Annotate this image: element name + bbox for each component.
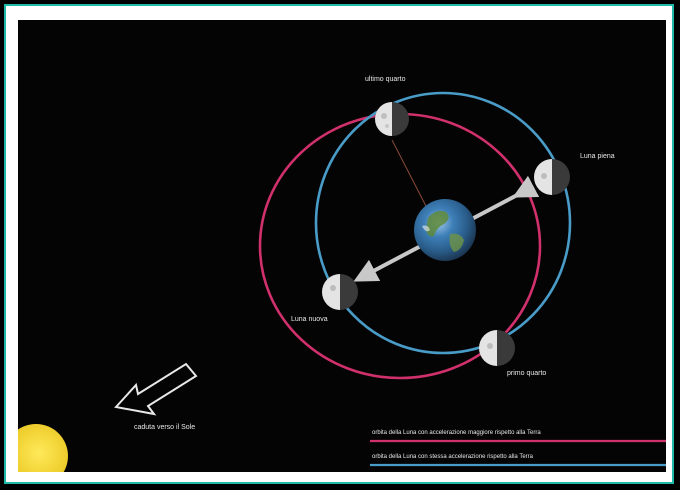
- orbit-same-acceleration: [314, 91, 572, 355]
- sun-direction-arrow: [114, 362, 198, 416]
- label-new-moon: Luna nuova: [291, 316, 328, 323]
- moon-last-quarter: [375, 102, 409, 136]
- label-sun-fall: caduta verso il Sole: [134, 424, 196, 431]
- moon-new: [322, 274, 358, 310]
- moon-first-quarter: [479, 330, 515, 366]
- moon-full: [534, 159, 570, 195]
- label-full-moon: Luna piena: [580, 153, 615, 160]
- legend-label-same: orbita della Luna con stessa accelerazio…: [372, 454, 533, 460]
- label-first-quarter: primo quarto: [507, 370, 547, 377]
- sun: [18, 424, 68, 472]
- diagram-panel: ultimo quarto Luna piena Luna nuova prim…: [18, 20, 666, 472]
- legend-label-greater: orbita della Luna con accelerazione magg…: [372, 430, 541, 436]
- label-last-quarter: ultimo quarto: [365, 76, 406, 83]
- orbit-diagram: [18, 91, 666, 472]
- earth: [414, 199, 476, 261]
- moon-earth-line: [391, 139, 429, 211]
